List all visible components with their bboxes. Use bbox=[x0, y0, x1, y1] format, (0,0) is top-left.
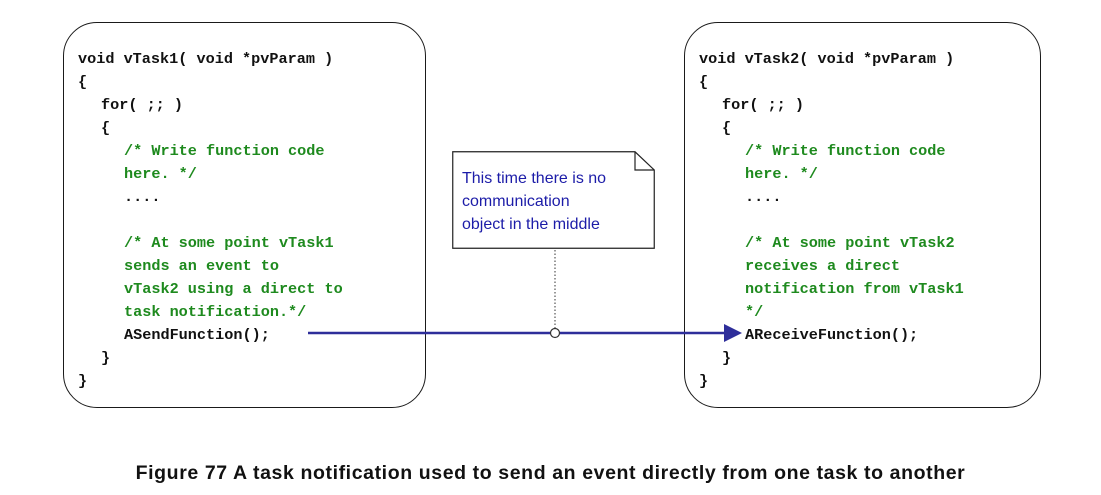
code-line: here. */ bbox=[124, 165, 197, 183]
code-line: vTask2 using a direct to bbox=[124, 280, 343, 298]
code-line: sends an event to bbox=[124, 257, 279, 275]
code-line: for( ;; ) bbox=[722, 96, 805, 114]
code-line: } bbox=[699, 372, 709, 390]
task1-code-box: void vTask1( void *pvParam ) { for( ;; ) { /… bbox=[63, 22, 426, 408]
code-line: task notification.*/ bbox=[124, 303, 307, 321]
code-line: .... bbox=[124, 188, 161, 206]
task1-code: void vTask1( void *pvParam ) { for( ;; ) { /… bbox=[78, 48, 343, 393]
code-line: here. */ bbox=[745, 165, 818, 183]
figure-caption: Figure 77 A task notification used to se… bbox=[135, 462, 966, 484]
task2-code: void vTask2( void *pvParam ) { for( ;; ) { /… bbox=[699, 48, 964, 393]
code-line: } bbox=[722, 349, 732, 367]
code-line: */ bbox=[745, 303, 764, 321]
code-line: ASendFunction(); bbox=[124, 326, 270, 344]
code-line: { bbox=[722, 119, 732, 137]
code-line: .... bbox=[745, 188, 782, 206]
code-line: } bbox=[101, 349, 111, 367]
code-line: } bbox=[78, 372, 88, 390]
note-text: This time there is no communication obje… bbox=[462, 167, 652, 236]
notification-arrowhead bbox=[724, 324, 742, 342]
code-line: for( ;; ) bbox=[101, 96, 184, 114]
note-shape bbox=[452, 151, 655, 249]
note-line: object in the middle bbox=[462, 216, 600, 233]
code-line: /* Write function code bbox=[124, 142, 325, 160]
note-line: This time there is no bbox=[462, 170, 607, 187]
code-line: /* At some point vTask2 bbox=[745, 234, 955, 252]
code-line: { bbox=[101, 119, 111, 137]
code-line: { bbox=[78, 73, 88, 91]
code-line: AReceiveFunction(); bbox=[745, 326, 919, 344]
note-callout: This time there is no communication obje… bbox=[452, 151, 655, 249]
note-anchor-circle bbox=[549, 327, 561, 339]
code-line: notification from vTask1 bbox=[745, 280, 964, 298]
task2-code-box: void vTask2( void *pvParam ) { for( ;; ) { /… bbox=[684, 22, 1041, 408]
code-line: { bbox=[699, 73, 709, 91]
code-line: /* Write function code bbox=[745, 142, 946, 160]
code-line: receives a direct bbox=[745, 257, 900, 275]
code-line: void vTask1( void *pvParam ) bbox=[78, 50, 334, 68]
code-line: /* At some point vTask1 bbox=[124, 234, 334, 252]
code-line: void vTask2( void *pvParam ) bbox=[699, 50, 955, 68]
note-line: communication bbox=[462, 193, 570, 210]
